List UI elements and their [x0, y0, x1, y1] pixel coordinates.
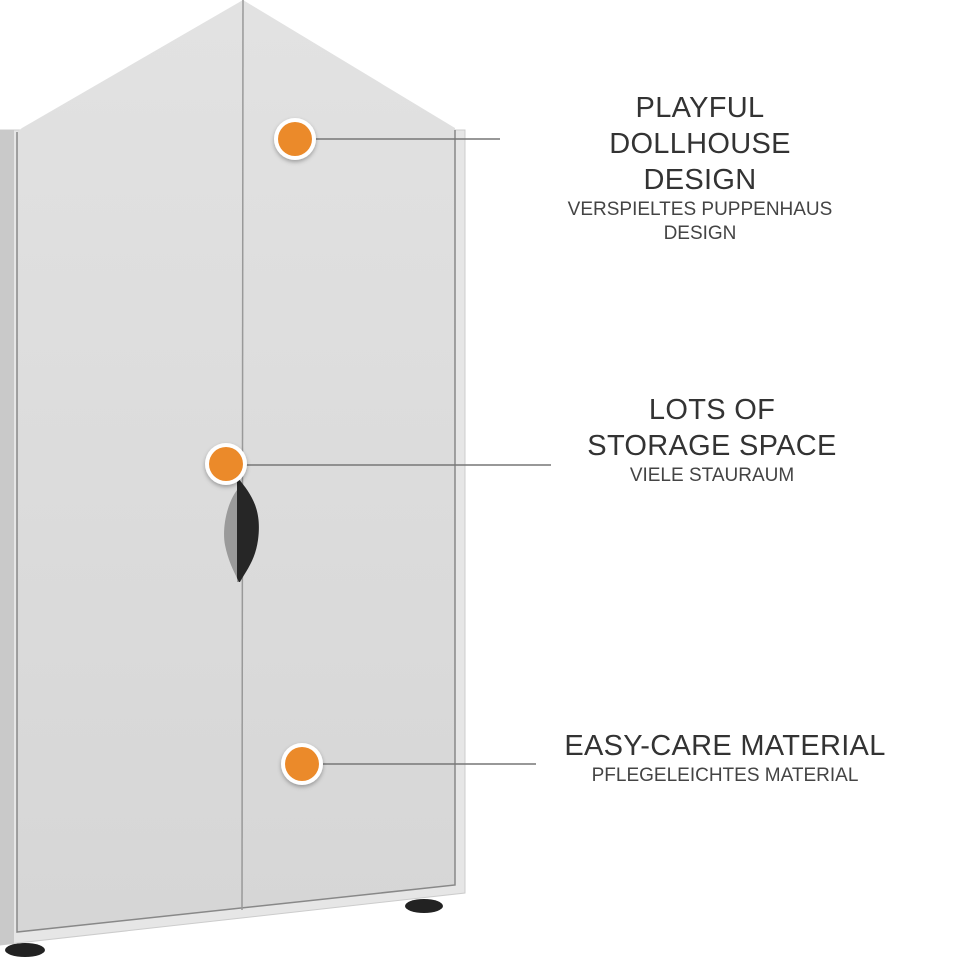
feature-subtitle: VERSPIELTES PUPPENHAUS DESIGN	[567, 199, 833, 244]
feature-subtitle: PFLEGELEICHTES MATERIAL	[591, 765, 859, 786]
feature-callout-2: LOTS OF STORAGE SPACE VIELE STAURAUM	[562, 392, 862, 488]
feature-subtitle: VIELE STAURAUM	[629, 465, 795, 486]
feature-title: EASY-CARE MATERIAL	[564, 730, 886, 762]
foot-right	[405, 899, 443, 913]
feature-title: PLAYFUL DOLLHOUSE DESIGN	[609, 92, 791, 196]
callout-dot-2	[205, 443, 247, 485]
feature-callout-1: PLAYFUL DOLLHOUSE DESIGN VERSPIELTES PUP…	[520, 90, 880, 246]
feature-title: LOTS OF STORAGE SPACE	[587, 394, 837, 462]
foot-left	[5, 943, 45, 957]
feature-callout-3: EASY-CARE MATERIAL PFLEGELEICHTES MATERI…	[540, 728, 910, 788]
callout-dot-1	[274, 118, 316, 160]
callout-dot-3	[281, 743, 323, 785]
door-handle	[237, 478, 259, 582]
